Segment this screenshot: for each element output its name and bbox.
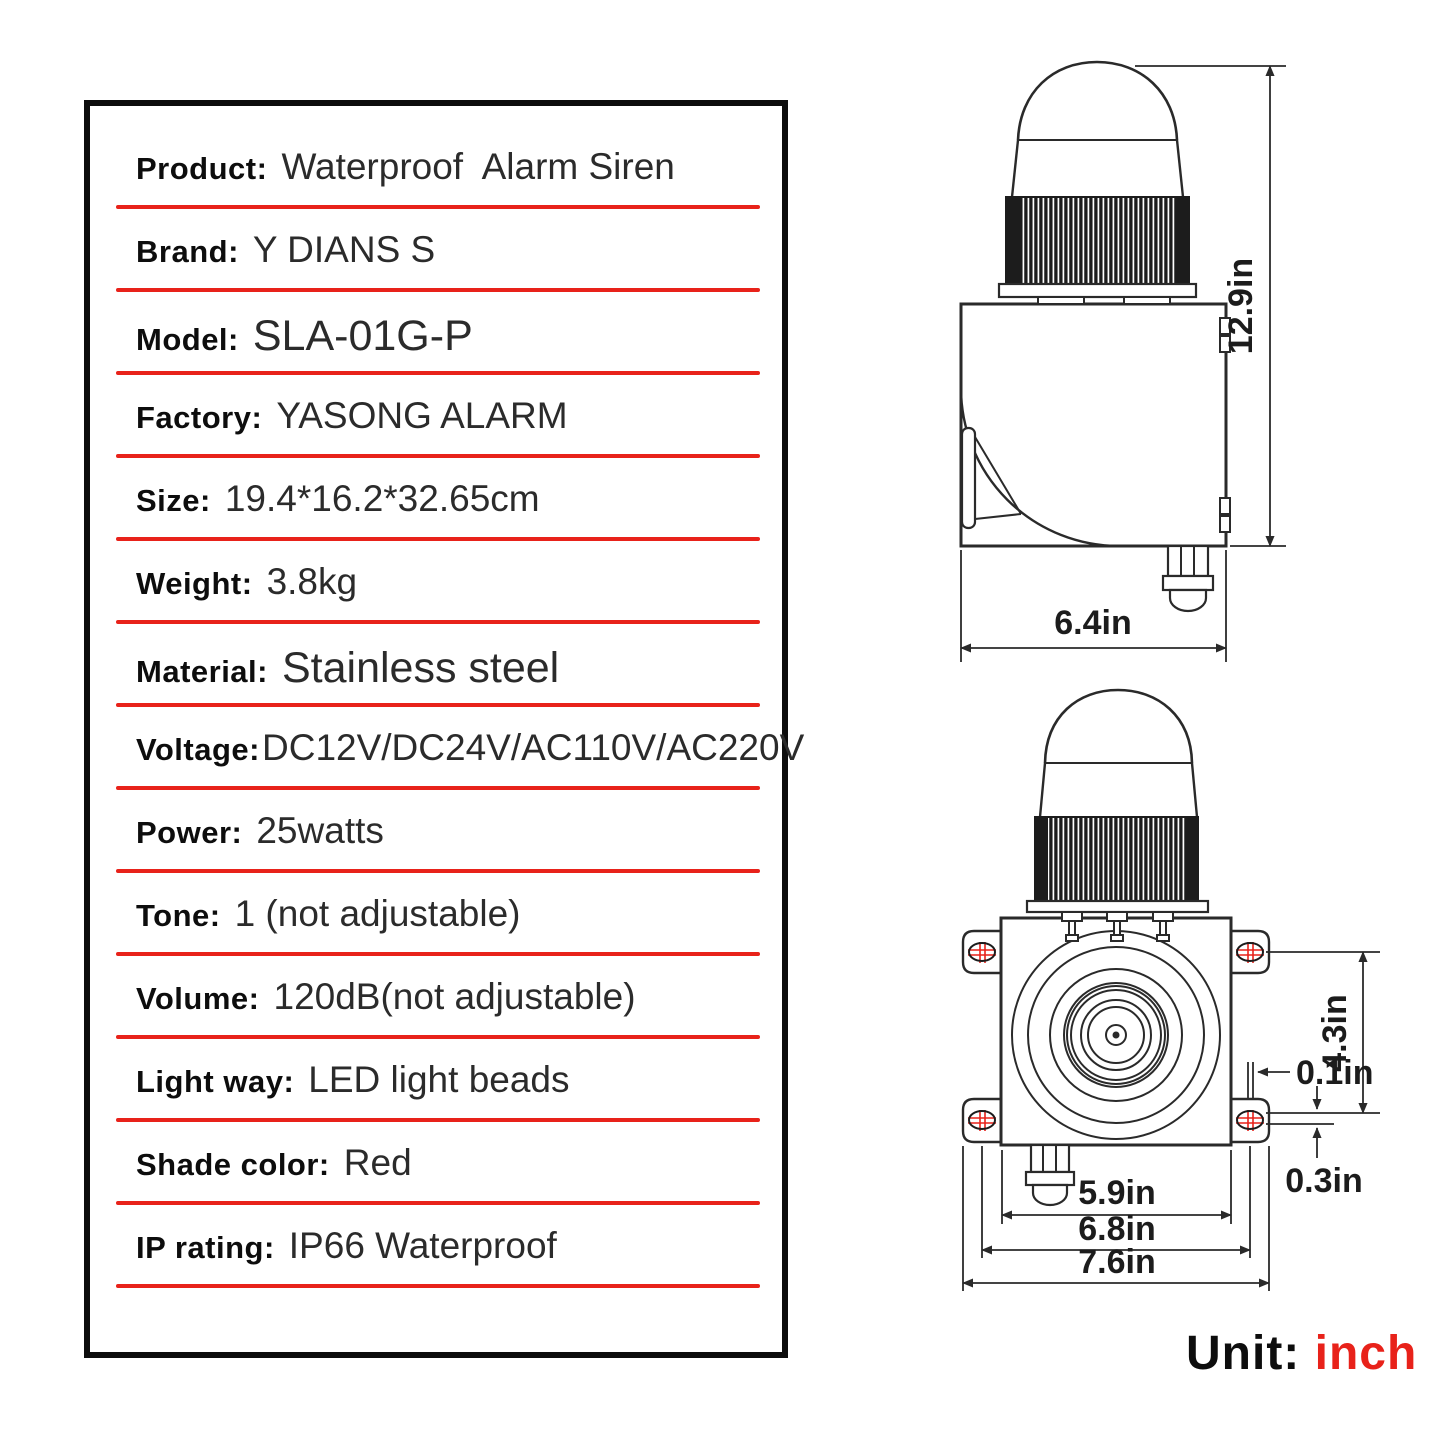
spec-row-brand: Brand: Y DIANS S [90, 209, 782, 292]
spec-value: 120dB(not adjustable) [273, 976, 636, 1017]
row-divider [116, 869, 760, 873]
spec-row-weight: Weight: 3.8kg [90, 541, 782, 624]
row-divider [116, 205, 760, 209]
spec-value: 3.8kg [266, 561, 358, 602]
spec-label: Brand: [136, 234, 239, 269]
spec-row-ip-rating: IP rating: IP66 Waterproof [90, 1205, 782, 1288]
spec-row-volume: Volume: 120dB(not adjustable) [90, 956, 782, 1039]
spec-value: Y DIANS S [252, 229, 436, 270]
spec-value: SLA-01G-P [252, 312, 473, 360]
spec-row-product: Product: Waterproof Alarm Siren [90, 126, 782, 209]
row-divider [116, 1035, 760, 1039]
spec-label: Factory: [136, 400, 263, 435]
front-view-edge-offset-dim: 0.3in [1285, 1162, 1362, 1200]
spec-value: DC12V/DC24V/AC110V/AC220V [262, 727, 805, 768]
spec-value: IP66 Waterproof [288, 1225, 557, 1266]
row-divider [116, 1118, 760, 1122]
side-view-height-dim: 12.9in [1222, 258, 1260, 354]
spec-row-model: Model: SLA-01G-P [90, 292, 782, 375]
front-view-hole-span-dim: 6.8in [1078, 1210, 1155, 1248]
spec-row-light-way: Light way: LED light beads [90, 1039, 782, 1122]
spec-label: Light way: [136, 1064, 295, 1099]
front-view-plate-thickness-dim: 0.1in [1296, 1054, 1373, 1092]
row-divider [116, 537, 760, 541]
spec-value: YASONG ALARM [276, 395, 568, 436]
spec-label: Weight: [136, 566, 253, 601]
spec-label: IP rating: [136, 1230, 275, 1265]
spec-row-voltage: Voltage: DC12V/DC24V/AC110V/AC220V [90, 707, 804, 790]
front-view-overall-width-dim: 7.6in [1078, 1243, 1155, 1281]
spec-label: Volume: [136, 981, 260, 1016]
row-divider [116, 371, 760, 375]
row-divider [116, 1201, 760, 1205]
row-divider [116, 288, 760, 292]
unit-value: inch [1314, 1327, 1418, 1380]
row-divider [116, 620, 760, 624]
front-view-body-width-dim: 5.9in [1078, 1174, 1155, 1212]
spec-value: Stainless steel [281, 644, 560, 692]
spec-table: Product: Waterproof Alarm Siren Brand: Y… [84, 100, 804, 1358]
side-view-drawing: 12.9in 6.4in [959, 60, 1286, 662]
unit-note: Unit: inch [1186, 1326, 1417, 1381]
spec-value: 1 (not adjustable) [234, 893, 521, 934]
spec-label: Size: [136, 483, 211, 518]
row-divider [116, 1284, 760, 1288]
spec-value: LED light beads [308, 1059, 570, 1100]
front-view-mount-height-dim: 4.3in [1316, 994, 1354, 1071]
spec-row-material: Material: Stainless steel [90, 624, 782, 707]
spec-value: 19.4*16.2*32.65cm [224, 478, 540, 519]
spec-row-tone: Tone: 1 (not adjustable) [90, 873, 782, 956]
row-divider [116, 952, 760, 956]
spec-label: Voltage: [136, 732, 260, 767]
spec-label: Tone: [136, 898, 221, 933]
spec-row-shade-color: Shade color: Red [90, 1122, 782, 1205]
row-divider [116, 786, 760, 790]
spec-value: Waterproof Alarm Siren [281, 146, 675, 187]
spec-row-power: Power: 25watts [90, 790, 782, 873]
row-divider [116, 703, 760, 707]
spec-row-factory: Factory: YASONG ALARM [90, 375, 782, 458]
spec-label: Power: [136, 815, 243, 850]
spec-value: Red [343, 1142, 412, 1183]
spec-label: Model: [136, 322, 239, 357]
spec-label: Product: [136, 151, 268, 186]
front-view-drawing: 4.3in 0.1in 0.3in 5.9in 6.8in [961, 688, 1380, 1291]
spec-label: Material: [136, 654, 268, 689]
row-divider [116, 454, 760, 458]
side-view-width-dim: 6.4in [1054, 604, 1131, 642]
spec-row-size: Size: 19.4*16.2*32.65cm [90, 458, 782, 541]
spec-value: 25watts [256, 810, 384, 851]
technical-drawings: 12.9in 6.4in [959, 60, 1380, 1291]
unit-label: Unit: [1186, 1327, 1301, 1380]
spec-label: Shade color: [136, 1147, 330, 1182]
mounting-hole-markers [968, 942, 1264, 1131]
